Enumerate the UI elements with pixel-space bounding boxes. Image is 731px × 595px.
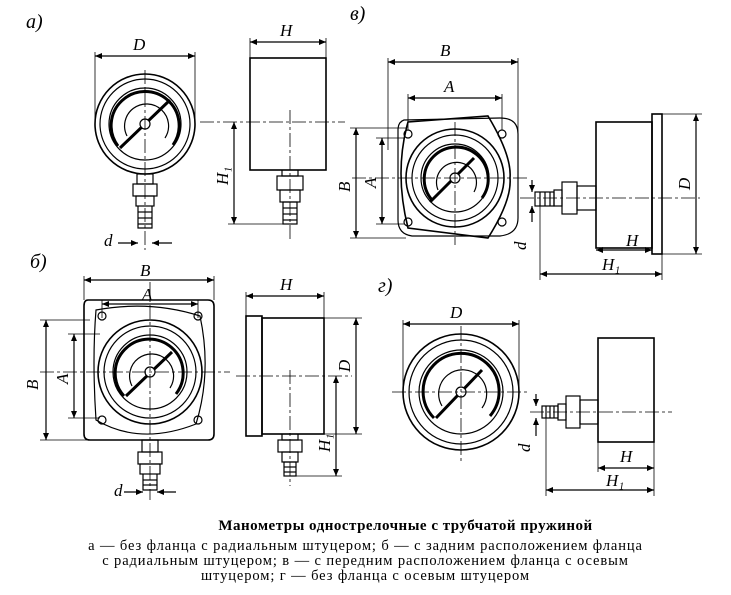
dim-label-H: H xyxy=(279,275,294,294)
panel-label-g: г) xyxy=(378,275,393,297)
gauge-side-b xyxy=(236,315,352,486)
dim-label-d: d xyxy=(114,481,123,500)
dim-label-H1: H₁ xyxy=(601,255,620,274)
caption-line-3: штуцером; г — без фланца с осевым штуцер… xyxy=(200,568,530,584)
dim-label-D: D xyxy=(675,177,694,191)
gauge-side-v xyxy=(520,113,700,255)
dim-label-A-side: A xyxy=(361,177,380,189)
dim-label-A-side: A xyxy=(53,373,72,385)
caption-line-2: с радиальным штуцером; в — с передним ра… xyxy=(102,553,629,569)
gauge-side-a xyxy=(200,57,345,240)
dim-label-A: A xyxy=(141,285,153,304)
manometer-drawings: а) D H H₁ d в) B A B A D H H₁ d б) B A B… xyxy=(23,3,702,500)
dim-label-B: B xyxy=(140,261,151,280)
dim-label-H: H xyxy=(625,231,640,250)
dim-label-A: A xyxy=(443,77,455,96)
dim-label-H: H xyxy=(619,447,634,466)
panel-label-a: а) xyxy=(26,11,43,33)
gauge-front-v xyxy=(352,115,530,245)
dim-label-H: H xyxy=(279,21,294,40)
panel-label-v: в) xyxy=(350,3,366,25)
dim-label-D: D xyxy=(132,35,146,54)
gauge-front-a xyxy=(94,70,196,250)
dim-label-B-side: B xyxy=(23,379,42,390)
dim-label-H1: H₁ xyxy=(213,167,232,186)
panel-b-drawing xyxy=(40,276,362,500)
gauge-side-g xyxy=(530,337,672,443)
dim-label-d: d xyxy=(515,443,534,452)
gauge-front-g xyxy=(392,326,530,462)
dim-label-B-side: B xyxy=(335,181,354,192)
dim-label-H1: H₁ xyxy=(605,471,624,490)
dim-label-d: d xyxy=(511,241,530,250)
panel-v-drawing xyxy=(350,58,702,280)
panel-a-drawing xyxy=(94,38,345,250)
dim-label-H1: H₁ xyxy=(315,434,334,453)
dim-label-D: D xyxy=(335,359,354,373)
panel-label-b: б) xyxy=(30,251,47,273)
caption-line-1: а — без фланца с радиальным штуцером; б … xyxy=(88,538,643,554)
gauge-front-b xyxy=(40,282,230,500)
caption-title: Манометры однострелочные с трубчатой пру… xyxy=(218,518,593,534)
panel-g-drawing xyxy=(392,320,672,496)
caption-body: а — без фланца с радиальным штуцером; б … xyxy=(0,539,731,584)
dim-label-D: D xyxy=(449,303,463,322)
dim-label-d: d xyxy=(104,231,113,250)
dim-label-B: B xyxy=(440,41,451,60)
figure-caption: Манометры однострелочные с трубчатой пру… xyxy=(0,518,731,584)
